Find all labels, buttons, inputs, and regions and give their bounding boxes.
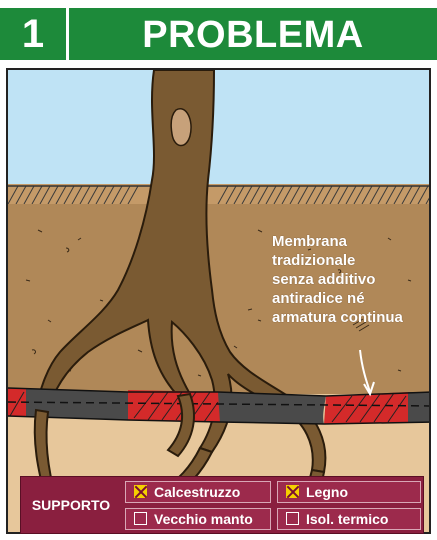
option-label: Isol. termico — [306, 509, 388, 529]
membrane-callout: Membrana tradizionale senza additivo ant… — [272, 232, 432, 327]
callout-line: Membrana — [272, 232, 432, 251]
sky — [8, 70, 431, 188]
header-bar: 1 PROBLEMA — [0, 8, 437, 60]
callout-line: armatura continua — [272, 308, 432, 327]
option-vecchio-manto[interactable]: Vecchio manto — [125, 508, 271, 530]
checkbox-checked-icon[interactable] — [134, 485, 147, 498]
checkbox-empty-icon[interactable] — [134, 512, 147, 525]
callout-line: tradizionale — [272, 251, 432, 270]
page-title: PROBLEMA — [69, 8, 437, 60]
trunk-knot — [171, 109, 191, 146]
checkbox-checked-icon[interactable] — [286, 485, 299, 498]
option-legno[interactable]: Legno — [277, 481, 421, 503]
option-label: Vecchio manto — [154, 509, 253, 529]
support-panel: SUPPORTO Calcestruzzo Legno Vecchio mant… — [20, 476, 424, 534]
option-calcestruzzo[interactable]: Calcestruzzo — [125, 481, 271, 503]
option-isol-termico[interactable]: Isol. termico — [277, 508, 421, 530]
callout-line: senza additivo — [272, 270, 432, 289]
step-number: 1 — [0, 8, 66, 60]
checkbox-empty-icon[interactable] — [286, 512, 299, 525]
option-label: Calcestruzzo — [154, 482, 240, 502]
callout-line: antiradice né — [272, 289, 432, 308]
support-label: SUPPORTO — [21, 477, 121, 533]
option-label: Legno — [306, 482, 348, 502]
